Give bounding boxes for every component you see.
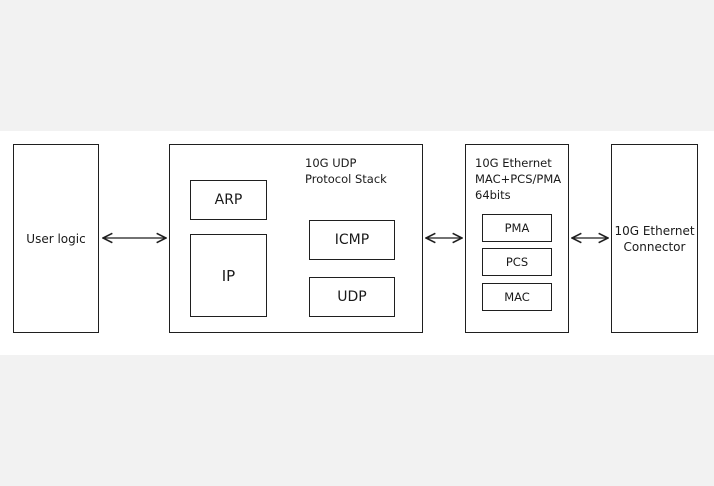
- pma-box: PMA: [482, 214, 552, 242]
- mac-block-title-line1: 10G Ethernet: [475, 156, 552, 170]
- ip-box: IP: [190, 234, 267, 317]
- udp-stack-title: 10G UDP Protocol Stack: [305, 155, 387, 187]
- udp-stack-title-line1: 10G UDP: [305, 156, 357, 170]
- udp-label: UDP: [337, 289, 367, 305]
- udp-box: UDP: [309, 277, 395, 317]
- mac-label: MAC: [504, 290, 530, 304]
- ip-label: IP: [221, 266, 236, 285]
- mac-block-title: 10G Ethernet MAC+PCS/PMA 64bits: [475, 155, 561, 203]
- arp-label: ARP: [214, 192, 243, 208]
- pcs-box: PCS: [482, 248, 552, 276]
- user-logic-label: User logic: [26, 231, 86, 246]
- pcs-label: PCS: [505, 255, 529, 269]
- mac-block-title-line3: 64bits: [475, 188, 511, 202]
- pma-label: PMA: [504, 221, 530, 235]
- user-logic-box: User logic: [13, 144, 99, 333]
- connector-label-line2: Connector: [623, 239, 686, 254]
- mac-block-title-line2: MAC+PCS/PMA: [475, 172, 562, 186]
- icmp-label: ICMP: [334, 232, 370, 248]
- mac-box: MAC: [482, 283, 552, 311]
- connector-label-line1: 10G Ethernet: [614, 223, 695, 238]
- connector-box: 10G Ethernet Connector: [611, 144, 698, 333]
- arp-box: ARP: [190, 180, 267, 220]
- icmp-box: ICMP: [309, 220, 395, 260]
- udp-stack-title-line2: Protocol Stack: [305, 172, 387, 186]
